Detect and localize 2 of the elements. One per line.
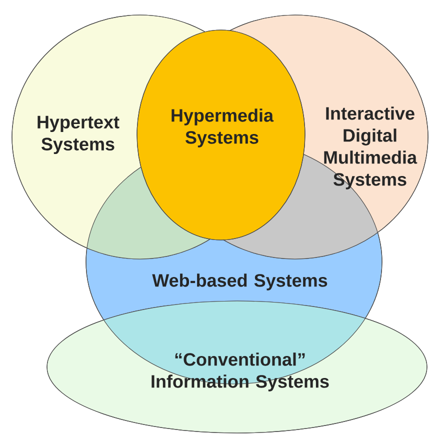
node-label: Hypertext xyxy=(38,116,120,132)
node-label: Interactive xyxy=(326,106,414,120)
